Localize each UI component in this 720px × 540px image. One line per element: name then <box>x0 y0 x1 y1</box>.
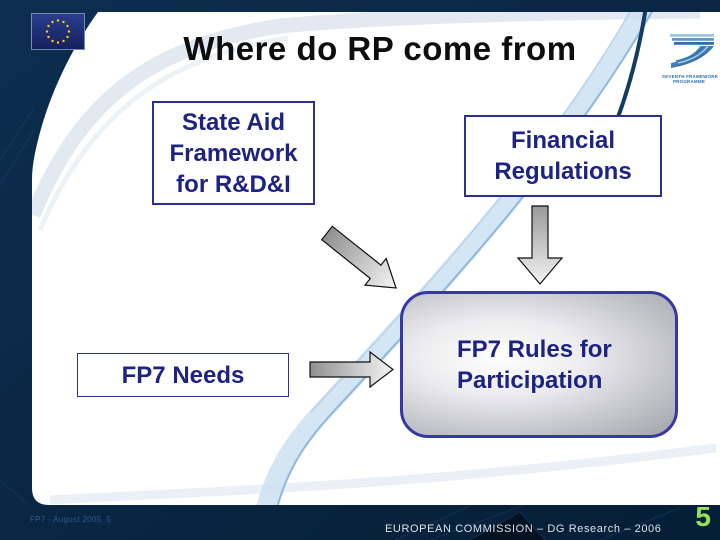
box-state-aid-line: State Aid <box>181 108 286 136</box>
box-financial-regulations: Financial Regulations <box>464 115 662 197</box>
box-state-aid-line: Framework <box>169 139 298 167</box>
footer-left-text: FP7 - August 2005 5 <box>30 515 112 524</box>
box-fp7-needs-line: FP7 Needs <box>121 361 245 389</box>
eu-flag-stars <box>45 19 71 44</box>
arrow-financial-to-rules <box>516 205 564 285</box>
box-fp7-rules-line: FP7 Rules for <box>457 335 612 363</box>
slide-title: Where do RP come from <box>183 30 577 67</box>
fp7-logo: SEVENTH FRAMEWORK PROGRAMME <box>662 33 719 84</box>
box-state-aid-line: for R&D&I <box>176 170 291 198</box>
box-financial-line: Financial <box>510 127 616 154</box>
arrow-needs-to-rules <box>309 350 394 389</box>
arrow-state-aid-to-rules <box>320 225 397 289</box>
fp7-seven-icon <box>670 34 714 68</box>
fp7-logo-caption-line1: SEVENTH FRAMEWORK <box>662 74 719 79</box>
box-fp7-rules-line: Participation <box>457 366 603 394</box>
navy-streaks <box>0 107 681 540</box>
page-number: 5 <box>695 501 711 532</box>
footer-right-text: EUROPEAN COMMISSION – DG Research – 2006 <box>385 523 662 535</box>
fp7-logo-caption-line2: PROGRAMME <box>672 79 706 84</box>
box-state-aid-framework: State Aid Framework for R&D&I <box>152 101 315 205</box>
box-fp7-rules-participation: FP7 Rules for Participation <box>400 291 678 438</box>
box-financial-line: Regulations <box>494 158 632 185</box>
box-fp7-needs: FP7 Needs <box>77 353 289 397</box>
eu-flag-icon <box>31 13 85 50</box>
